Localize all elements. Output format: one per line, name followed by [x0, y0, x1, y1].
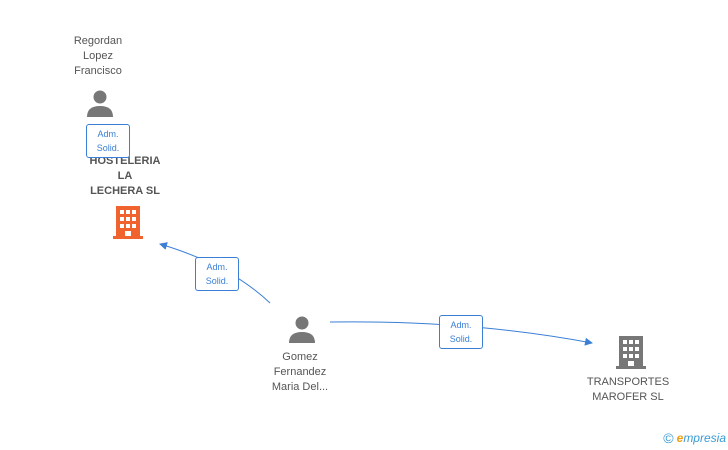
- brand-initial: e: [676, 431, 684, 445]
- brand-rest: mpresia: [683, 431, 726, 445]
- edge-label-gomez-hosteleria[interactable]: Adm. Solid.: [195, 257, 239, 291]
- edge-label-line2: Solid.: [205, 276, 229, 286]
- node-label-transportes: TRANSPORTES MAROFER SL: [586, 376, 670, 403]
- edge-label-line2: Solid.: [96, 143, 120, 153]
- edge-label-line1: Adm.: [206, 262, 228, 272]
- watermark: © empresia: [663, 430, 726, 446]
- building-icon[interactable]: [112, 204, 144, 240]
- edge-label-line1: Adm.: [97, 129, 119, 139]
- edge-label-gomez-transportes[interactable]: Adm. Solid.: [439, 315, 483, 349]
- edge-label-line2: Solid.: [449, 334, 473, 344]
- building-icon[interactable]: [615, 334, 647, 370]
- edge-label-line1: Adm.: [450, 320, 472, 330]
- person-icon[interactable]: [85, 88, 115, 118]
- node-label-hosteleria: HOSTELERIA LA LECHERA SL: [89, 155, 161, 197]
- edge-label-regordan-hosteleria[interactable]: Adm. Solid.: [86, 124, 130, 158]
- node-label-gomez: Gomez Fernandez Maria Del...: [271, 351, 329, 393]
- empresia-logo: empresia: [677, 431, 726, 445]
- node-label-regordan: Regordan Lopez Francisco: [73, 35, 123, 77]
- person-icon[interactable]: [287, 314, 317, 344]
- copyright-symbol: ©: [663, 430, 674, 446]
